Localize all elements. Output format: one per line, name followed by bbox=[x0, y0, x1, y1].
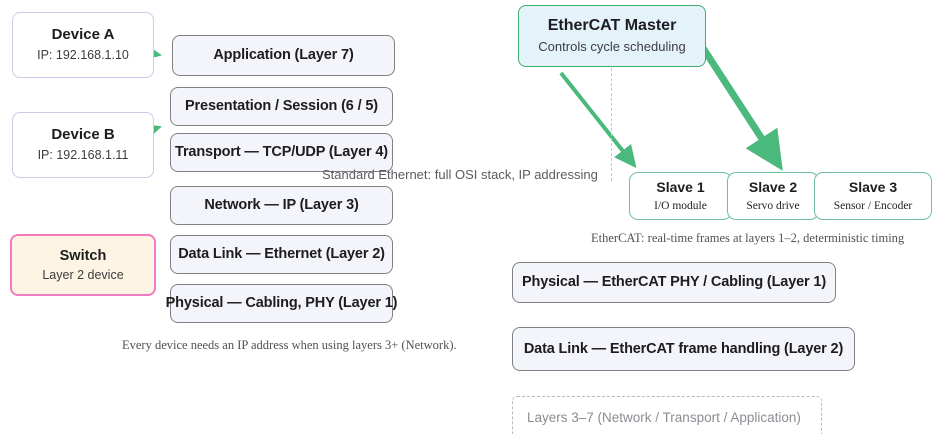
slave-node-3[interactable]: Slave 3 Sensor / Encoder bbox=[814, 172, 932, 220]
ethercat-master-node[interactable]: EtherCAT Master Controls cycle schedulin… bbox=[518, 5, 706, 67]
switch-node[interactable]: Switch Layer 2 device bbox=[10, 234, 156, 296]
omitted-layers-note-line1: Layers 3–7 (Network / Transport / Applic… bbox=[527, 410, 801, 425]
switch-title: Switch bbox=[59, 247, 107, 264]
osi-layer-network-label: Network — IP (Layer 3) bbox=[204, 197, 359, 214]
osi-layer-transport-label: Transport — TCP/UDP (Layer 4) bbox=[175, 144, 388, 161]
slave-2-title: Slave 2 bbox=[748, 178, 798, 195]
slave-3-subtitle: Sensor / Encoder bbox=[833, 200, 913, 213]
device-a-ip: IP: 192.168.1.10 bbox=[37, 48, 129, 63]
switch-subtitle: Layer 2 device bbox=[42, 267, 124, 282]
osi-layer-presentation-session-label: Presentation / Session (6 / 5) bbox=[185, 98, 378, 115]
caption-ethercat-realtime: EtherCAT: real-time frames at layers 1–2… bbox=[591, 231, 905, 245]
omitted-layers-note: Layers 3–7 (Network / Transport / Applic… bbox=[512, 396, 822, 434]
edge-master-to-slave-1 bbox=[559, 71, 637, 169]
device-a-title: Device A bbox=[51, 26, 115, 44]
vertical-dashed-divider bbox=[611, 68, 612, 181]
slave-node-2[interactable]: Slave 2 Servo drive bbox=[727, 172, 819, 220]
caption-ip-requirement: Every device needs an IP address when us… bbox=[122, 338, 457, 352]
osi-layer-transport[interactable]: Transport — TCP/UDP (Layer 4) bbox=[170, 133, 393, 172]
device-node-b[interactable]: Device B IP: 192.168.1.11 bbox=[12, 112, 154, 178]
osi-layer-physical-label: Physical — Cabling, PHY (Layer 1) bbox=[165, 295, 398, 312]
edge-master-to-slave-2 bbox=[700, 46, 783, 171]
device-node-a[interactable]: Device A IP: 192.168.1.10 bbox=[12, 12, 154, 78]
osi-layer-data-link-label: Data Link — Ethernet (Layer 2) bbox=[178, 246, 385, 263]
slave-2-subtitle: Servo drive bbox=[746, 200, 800, 213]
ethercat-layer-data-link[interactable]: Data Link — EtherCAT frame handling (Lay… bbox=[512, 327, 855, 371]
device-b-title: Device B bbox=[51, 126, 115, 144]
ethercat-layer-data-link-label: Data Link — EtherCAT frame handling (Lay… bbox=[523, 340, 844, 357]
ethercat-layer-physical[interactable]: Physical — EtherCAT PHY / Cabling (Layer… bbox=[512, 262, 836, 303]
osi-layer-application-label: Application (Layer 7) bbox=[213, 47, 354, 64]
slave-1-subtitle: I/O module bbox=[654, 200, 707, 213]
device-b-ip: IP: 192.168.1.11 bbox=[37, 148, 129, 163]
osi-layer-physical[interactable]: Physical — Cabling, PHY (Layer 1) bbox=[166, 284, 398, 323]
osi-layer-presentation-session[interactable]: Presentation / Session (6 / 5) bbox=[170, 87, 393, 126]
ethercat-layer-physical-label: Physical — EtherCAT PHY / Cabling (Layer… bbox=[521, 274, 827, 291]
caption-standard-ethernet: Standard Ethernet: full OSI stack, IP ad… bbox=[322, 167, 598, 182]
ethercat-master-subtitle: Controls cycle scheduling bbox=[538, 39, 686, 55]
osi-layer-data-link[interactable]: Data Link — Ethernet (Layer 2) bbox=[170, 235, 393, 274]
osi-layer-network[interactable]: Network — IP (Layer 3) bbox=[170, 186, 393, 225]
slave-3-title: Slave 3 bbox=[848, 178, 898, 195]
slave-1-title: Slave 1 bbox=[656, 178, 705, 195]
slave-node-1[interactable]: Slave 1 I/O module bbox=[629, 172, 732, 220]
osi-layer-application[interactable]: Application (Layer 7) bbox=[172, 35, 395, 76]
ethercat-master-title: EtherCAT Master bbox=[547, 17, 677, 35]
